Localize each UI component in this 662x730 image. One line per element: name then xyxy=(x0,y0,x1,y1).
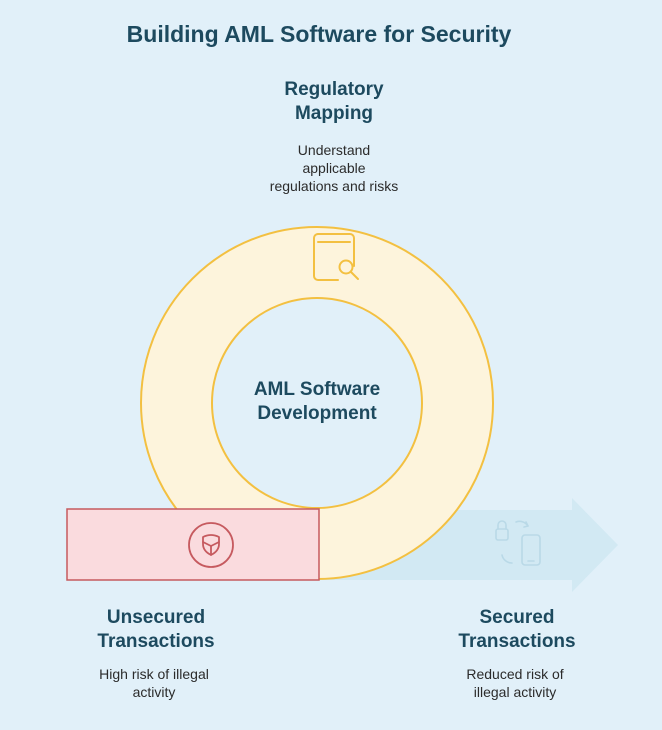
center-line: AML Software xyxy=(253,379,381,400)
secured-transactions-description: Reduced risk of illegal activity xyxy=(415,665,615,701)
secure-phone-icon xyxy=(495,520,541,566)
secured-transactions-heading: Secured Transactions xyxy=(417,606,617,654)
regulatory-mapping-description: Understand applicable regulations and ri… xyxy=(234,141,434,195)
book-search-icon xyxy=(313,233,359,281)
heading-line: Secured xyxy=(479,607,555,628)
desc-line: High risk of illegal xyxy=(99,666,209,682)
desc-line: Reduced risk of xyxy=(466,666,564,682)
center-label: AML Software Development xyxy=(232,378,402,426)
unsecured-transactions-heading: Unsecured Transactions xyxy=(56,606,256,654)
desc-line: activity xyxy=(132,684,176,700)
heading-line: Unsecured xyxy=(106,607,206,628)
regulatory-mapping-heading: Regulatory Mapping xyxy=(234,78,434,126)
desc-line: illegal activity xyxy=(473,684,557,700)
center-line: Development xyxy=(257,403,377,424)
heading-line: Transactions xyxy=(97,631,215,652)
shield-icon xyxy=(188,522,234,568)
heading-line: Regulatory xyxy=(284,79,384,100)
desc-line: applicable xyxy=(302,160,366,176)
unsecured-box xyxy=(66,508,320,581)
heading-line: Transactions xyxy=(458,631,576,652)
unsecured-transactions-description: High risk of illegal activity xyxy=(54,665,254,701)
page-title: Building AML Software for Security xyxy=(126,21,512,47)
desc-line: Understand xyxy=(297,142,371,158)
desc-line: regulations and risks xyxy=(269,178,399,194)
inner-circle xyxy=(211,297,423,509)
heading-line: Mapping xyxy=(294,103,374,124)
